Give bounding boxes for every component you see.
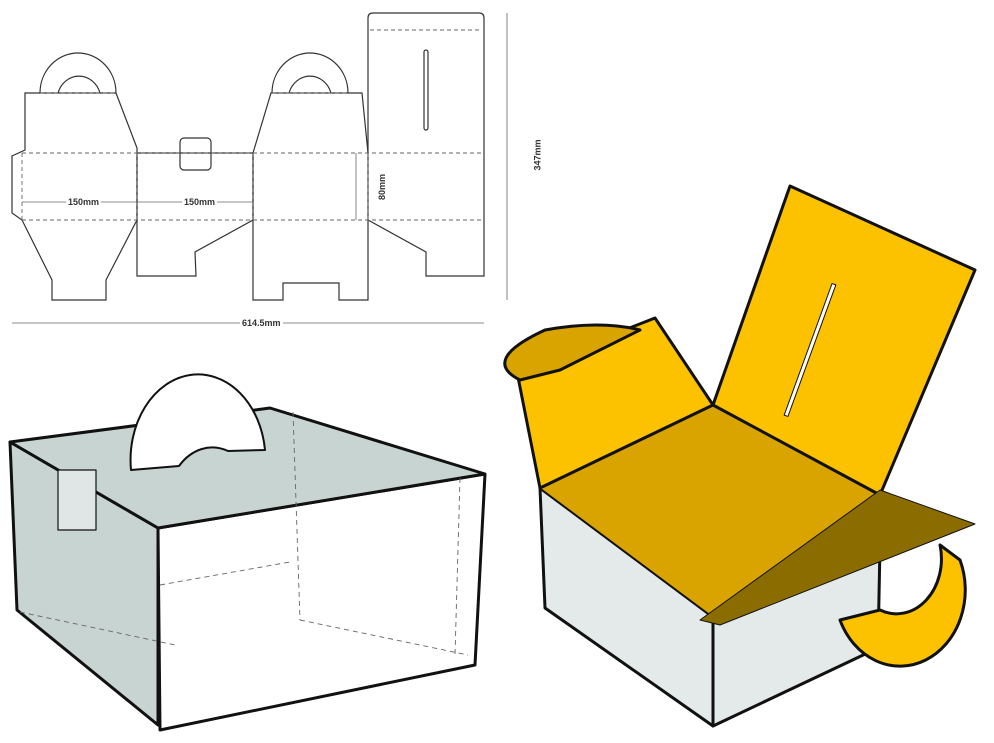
closed-box-fold-lines bbox=[19, 411, 469, 656]
fold-lines bbox=[21, 29, 484, 221]
dimension-total-width: 614.5mm bbox=[240, 318, 283, 328]
closed-box bbox=[8, 373, 487, 732]
dimension-width-2: 150mm bbox=[182, 197, 218, 207]
flat-dieline bbox=[11, 12, 485, 301]
open-box bbox=[503, 184, 977, 728]
dimension-total-height: 347mm bbox=[532, 137, 543, 173]
dimension-height: 80mm bbox=[377, 171, 388, 203]
dimension-width-1: 150mm bbox=[66, 197, 102, 207]
